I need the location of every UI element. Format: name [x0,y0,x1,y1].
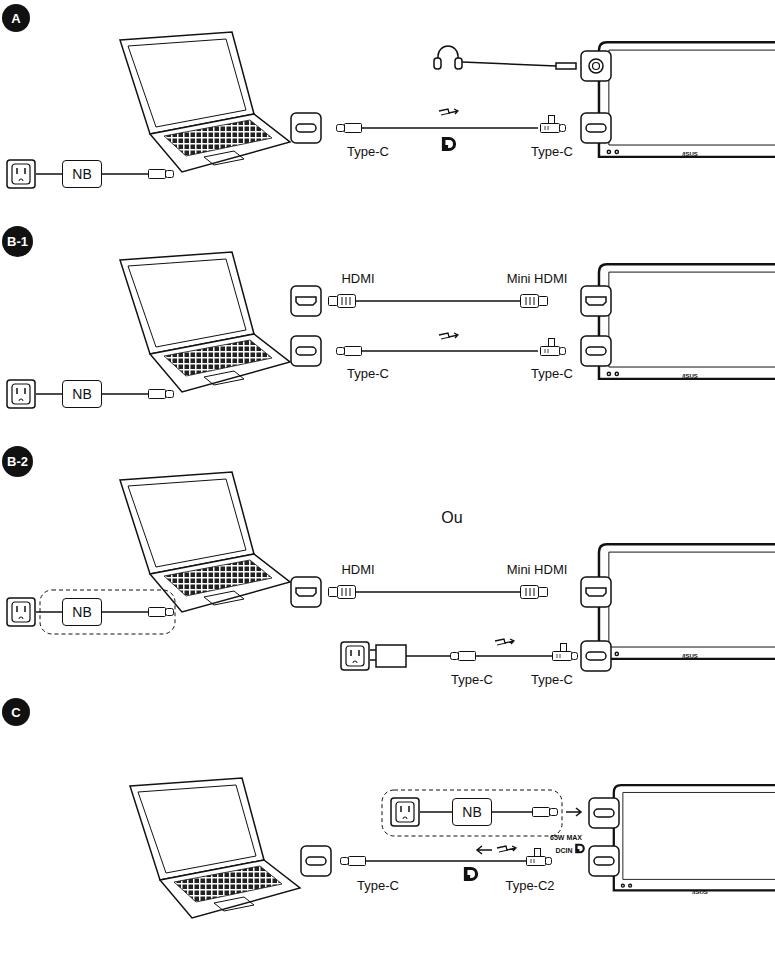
connector-label: Mini HDMI [507,272,568,286]
small-marking: DCIN [555,847,572,855]
connector-label: Mini HDMI [507,563,568,577]
small-marking: /ISUS [692,889,708,896]
small-marking: /ISUS [682,653,698,660]
connector-label: Type-C [531,367,573,381]
node-text: NB [72,604,91,620]
power-adapter-box: NB [452,798,492,826]
section-badge: B-1 [2,226,33,257]
connector-label: Type-C [347,145,389,159]
connector-label: HDMI [341,563,374,577]
node-text: C [11,705,20,720]
node-text: NB [72,386,91,402]
node-text: B-2 [7,454,28,469]
connector-label: Type-C [347,367,389,381]
power-adapter-box: NB [62,598,102,626]
section-badge: B-2 [2,446,33,477]
power-adapter-box: NB [62,380,102,408]
connector-label: Type-C2 [505,879,554,893]
node-text: A [11,11,20,26]
connector-label: Type-C [451,673,493,687]
node-text: NB [72,166,91,182]
connector-label: Type-C [531,673,573,687]
connector-label: HDMI [341,272,374,286]
power-adapter-box: NB [62,160,102,188]
connector-label: Type-C [357,879,399,893]
node-text: B-1 [7,234,28,249]
node-text: NB [462,804,481,820]
small-marking: /ISUS [682,373,698,380]
small-marking: /ISUS [682,151,698,158]
connector-label: Type-C [531,145,573,159]
connector-label: Ou [441,509,462,527]
section-badge: A [2,4,30,32]
section-badge: C [2,698,30,726]
small-marking: 65W MAX [550,834,582,842]
